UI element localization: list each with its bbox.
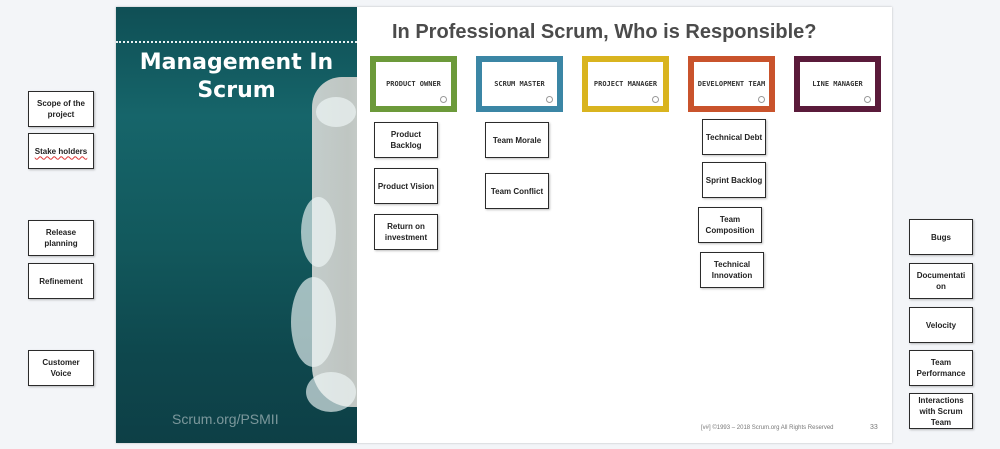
- note-text: Scope of the project: [36, 99, 85, 119]
- note-stakeholders[interactable]: Stake holders: [28, 133, 94, 169]
- wave-foam: [316, 97, 356, 127]
- note-text: Product Vision: [377, 181, 435, 191]
- swirl-icon: [864, 96, 871, 103]
- note-text: Velocity: [925, 320, 957, 330]
- ocean-image: Management In Scrum Scrum.org/PSMII: [116, 7, 357, 443]
- note-technical-debt[interactable]: Technical Debt: [702, 119, 766, 155]
- note-text: Sprint Backlog: [705, 175, 763, 185]
- note-text: Release planning: [44, 228, 78, 248]
- note-text: Stake holders: [34, 146, 88, 156]
- wave-foam: [291, 277, 336, 367]
- note-text: Return on investment: [384, 222, 428, 242]
- note-text: Team Morale: [492, 135, 542, 145]
- note-documentation[interactable]: Documentati on: [909, 263, 973, 299]
- role-label: PRODUCT OWNER: [386, 80, 441, 88]
- note-scope-of-project[interactable]: Scope of the project: [28, 91, 94, 127]
- role-card-development-team[interactable]: DEVELOPMENT TEAM: [688, 56, 775, 112]
- note-team-performance[interactable]: Team Performance: [909, 350, 973, 386]
- note-text: Refinement: [39, 276, 83, 286]
- note-text: Customer Voice: [42, 358, 80, 378]
- note-bugs[interactable]: Bugs: [909, 219, 973, 255]
- slide: Management In Scrum Scrum.org/PSMII In P…: [116, 7, 892, 443]
- note-product-vision[interactable]: Product Vision: [374, 168, 438, 204]
- note-release-planning[interactable]: Release planning: [28, 220, 94, 256]
- note-team-composition[interactable]: Team Composition: [698, 207, 762, 243]
- note-product-backlog[interactable]: Product Backlog: [374, 122, 438, 158]
- note-text: Bugs: [931, 232, 951, 242]
- note-text: Documentati on: [916, 271, 966, 291]
- note-return-on-investment[interactable]: Return on investment: [374, 214, 438, 250]
- role-label: PROJECT MANAGER: [593, 80, 658, 88]
- side-title: Management In Scrum: [139, 50, 334, 103]
- note-text: Team Composition: [705, 215, 755, 235]
- note-interactions-with-scrum-team[interactable]: Interactions with Scrum Team: [909, 393, 973, 429]
- role-card-product-owner[interactable]: PRODUCT OWNER: [370, 56, 457, 112]
- page-number: 33: [870, 424, 878, 431]
- note-text: Team Performance: [916, 358, 966, 378]
- swirl-icon: [652, 96, 659, 103]
- swirl-icon: [758, 96, 765, 103]
- wave-foam: [301, 197, 336, 267]
- note-customer-voice[interactable]: Customer Voice: [28, 350, 94, 386]
- wave-foam: [306, 372, 356, 412]
- note-text: Product Backlog: [390, 130, 422, 150]
- note-sprint-backlog[interactable]: Sprint Backlog: [702, 162, 766, 198]
- role-label: DEVELOPMENT TEAM: [697, 80, 766, 88]
- role-label: SCRUM MASTER: [494, 80, 545, 88]
- swirl-icon: [440, 96, 447, 103]
- note-team-conflict[interactable]: Team Conflict: [485, 173, 549, 209]
- slide-heading: In Professional Scrum, Who is Responsibl…: [392, 21, 817, 43]
- note-team-morale[interactable]: Team Morale: [485, 122, 549, 158]
- note-refinement[interactable]: Refinement: [28, 263, 94, 299]
- swirl-icon: [546, 96, 553, 103]
- watermark: Scrum.org/PSMII: [172, 411, 279, 427]
- note-text: Interactions with Scrum Team: [918, 395, 964, 427]
- note-text: Technical Debt: [705, 132, 763, 142]
- role-label: LINE MANAGER: [812, 80, 863, 88]
- role-card-project-manager[interactable]: PROJECT MANAGER: [582, 56, 669, 112]
- footer-copyright: [v#] ©1993 – 2018 Scrum.org All Rights R…: [701, 425, 834, 431]
- role-card-line-manager[interactable]: LINE MANAGER: [794, 56, 881, 112]
- note-velocity[interactable]: Velocity: [909, 307, 973, 343]
- note-text: Team Conflict: [490, 186, 544, 196]
- role-card-scrum-master[interactable]: SCRUM MASTER: [476, 56, 563, 112]
- dotted-divider: [116, 41, 357, 43]
- note-technical-innovation[interactable]: Technical Innovation: [700, 252, 764, 288]
- note-text: Technical Innovation: [711, 260, 753, 280]
